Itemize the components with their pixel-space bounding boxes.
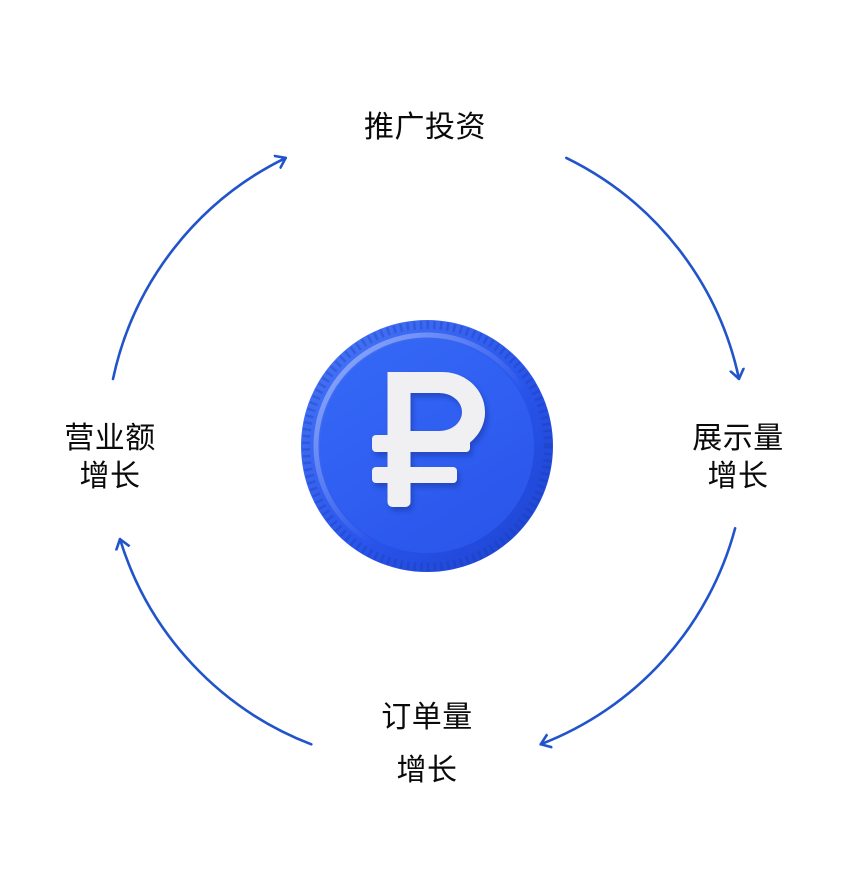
coin-milled-edge — [302, 321, 552, 571]
arrow-bottom-to-left — [120, 537, 313, 746]
cycle-arrows — [111, 156, 739, 746]
arrow-top-to-right — [565, 156, 739, 381]
coin-bevel-highlight — [313, 332, 541, 560]
node-label-revenue-growth: 营业额 增长 — [64, 422, 156, 493]
node-label-impressions-growth: 展示量 增长 — [692, 422, 784, 493]
node-label-promotion-investment: 推广投资 — [364, 111, 486, 144]
ruble-symbol — [372, 372, 485, 507]
arrow-left-to-top — [111, 158, 287, 381]
arrow-right-to-bottom — [539, 527, 737, 744]
ruble-coin-icon — [301, 320, 553, 572]
node-label-orders-growth: 订单量 增长 — [381, 701, 473, 787]
